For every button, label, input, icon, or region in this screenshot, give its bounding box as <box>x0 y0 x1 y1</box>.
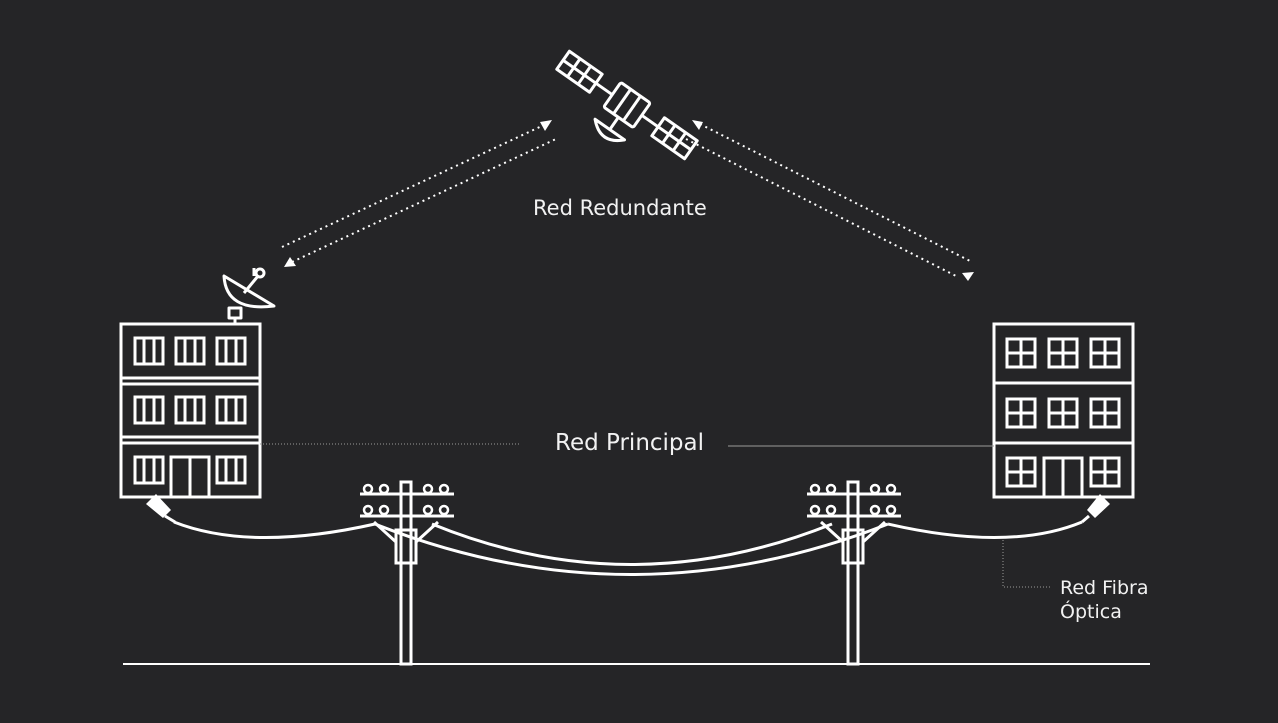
fiber-network-label: Red Fibra Óptica <box>1060 576 1148 624</box>
building-icon-left <box>119 322 262 499</box>
fiber-cables <box>173 520 1083 576</box>
arrowheads <box>284 120 974 281</box>
fiber-leader-line <box>1002 540 1050 588</box>
utility-pole-icon-right <box>807 480 901 666</box>
fiber-connector-icon-right <box>1081 494 1110 524</box>
satellite-icon <box>555 49 699 161</box>
redundant-network-label: Red Redundante <box>533 196 707 220</box>
main-network-label: Red Principal <box>555 430 705 456</box>
utility-pole-icon-left <box>360 480 454 666</box>
redundant-links <box>281 123 973 278</box>
fiber-network-label-line2: Óptica <box>1060 601 1122 623</box>
fiber-network-label-line1: Red Fibra <box>1060 577 1149 599</box>
main-network-leader-lines <box>260 443 994 447</box>
building-icon-right <box>992 322 1135 499</box>
fiber-connector-icon-left <box>146 494 176 524</box>
satellite-dish-icon <box>222 267 276 324</box>
